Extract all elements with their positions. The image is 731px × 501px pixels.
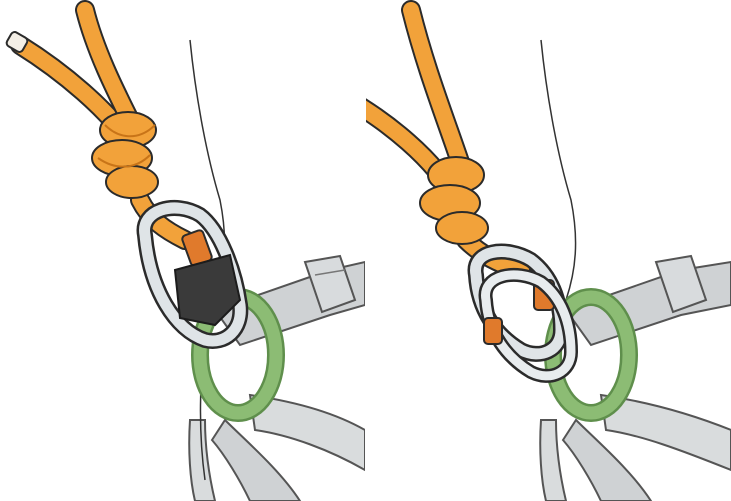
- left-panel: [0, 0, 365, 501]
- right-panel: [366, 0, 731, 501]
- figure-eight-knot: [420, 157, 488, 244]
- lock-sleeve-2: [484, 318, 502, 344]
- left-illustration: [0, 0, 365, 501]
- figure-eight-knot: [92, 112, 158, 198]
- right-illustration: [366, 0, 731, 501]
- body-outline: [541, 40, 576, 300]
